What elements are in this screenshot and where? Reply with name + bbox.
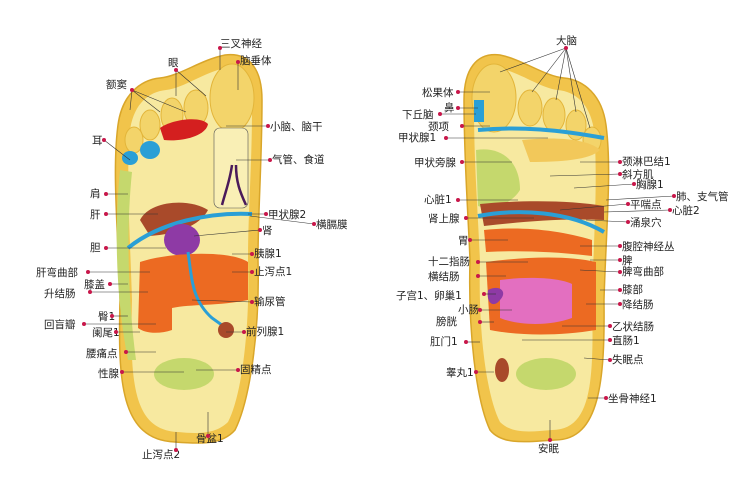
left-label-zhixie2: 止泻点2 bbox=[142, 448, 180, 461]
right-label-yizhuang: 乙状结肠 bbox=[612, 320, 654, 333]
right-label-jinglinba: 颈淋巴结1 bbox=[622, 155, 671, 168]
left-label-gujing: 固精点 bbox=[240, 363, 272, 376]
right-label-pangguang: 膀胱 bbox=[436, 315, 457, 328]
left-label-tun1: 臀1 bbox=[98, 311, 115, 323]
right-neck-line bbox=[477, 126, 605, 140]
right-label-wei: 胃 bbox=[458, 235, 469, 247]
right-label-shenshangxian: 肾上腺 bbox=[428, 212, 460, 225]
right-label-xiongxian1: 胸腺1 bbox=[636, 178, 664, 191]
left-heel-zone bbox=[154, 358, 214, 390]
right-label-pi: 脾 bbox=[622, 254, 633, 267]
left-label-jian: 肩 bbox=[90, 187, 101, 200]
right-testis-zone bbox=[495, 358, 509, 382]
left-label-huimang: 回盲瓣 bbox=[44, 318, 76, 331]
left-diaphragm-line bbox=[126, 211, 253, 250]
right-label-xiaochang: 小肠 bbox=[458, 304, 479, 316]
left-label-gan: 肝 bbox=[90, 209, 101, 221]
left-label-xigai: 膝盖 bbox=[84, 278, 105, 291]
left-label-qianliexian1: 前列腺1 bbox=[246, 325, 284, 338]
left-label-lanwei1: 阑尾1 bbox=[92, 326, 120, 339]
right-label-jiangjie: 降结肠 bbox=[622, 298, 654, 311]
left-leader-lines bbox=[84, 48, 315, 450]
right-label-zuogu: 坐骨神经1 bbox=[608, 392, 657, 405]
right-label-xinzang2: 心脏2 bbox=[672, 204, 700, 217]
left-label-naochuiti: 脑垂体 bbox=[240, 54, 272, 67]
left-big-toe bbox=[209, 63, 255, 133]
right-label-danao: 大脑 bbox=[556, 34, 577, 47]
left-label-ganwan: 肝弯曲部 bbox=[36, 266, 78, 279]
right-label-songguoti: 松果体 bbox=[422, 86, 454, 99]
left-label-er: 耳 bbox=[92, 135, 103, 147]
left-foot: 三叉神经 眼 脑垂体 额窦 耳 小脑、脑干 气管、食道 肩 肝 甲状腺2 横膈膜… bbox=[36, 37, 348, 461]
right-leader-dots bbox=[438, 46, 676, 442]
left-prostate-zone bbox=[218, 322, 234, 338]
left-label-gupen1: 骨盆1 bbox=[196, 432, 224, 445]
right-label-fuqiang: 腹腔神经丛 bbox=[622, 240, 675, 253]
right-label-zhichang1: 直肠1 bbox=[612, 334, 640, 347]
left-ear-zone-2 bbox=[122, 151, 138, 165]
right-toe-2 bbox=[517, 89, 543, 127]
left-label-dan: 胆 bbox=[90, 242, 101, 254]
right-label-jiazhuangpang: 甲状旁腺 bbox=[414, 156, 456, 169]
left-label-yixian1: 胰腺1 bbox=[254, 247, 282, 260]
left-label-shuniao: 输尿管 bbox=[254, 295, 286, 308]
right-label-shimian: 失眠点 bbox=[612, 353, 644, 366]
left-label-shengjie: 升结肠 bbox=[44, 287, 76, 300]
right-label-gaowan1: 睾丸1 bbox=[446, 366, 474, 379]
left-trachea-line bbox=[220, 164, 248, 206]
left-label-edou: 额窦 bbox=[106, 78, 127, 91]
left-label-qiguan: 气管、食道 bbox=[272, 153, 325, 166]
left-red-zone bbox=[160, 119, 208, 141]
right-label-bi: 鼻 bbox=[444, 101, 455, 114]
right-label-xibu: 膝部 bbox=[622, 283, 643, 296]
right-ovary-zone bbox=[487, 287, 504, 305]
left-kidney-zone bbox=[164, 224, 200, 256]
left-leader-dots bbox=[82, 46, 316, 452]
left-label-shen: 肾 bbox=[262, 225, 273, 237]
left-label-xingxian: 性腺 bbox=[98, 367, 119, 380]
right-label-hengjie: 横结肠 bbox=[428, 270, 460, 283]
right-heel-zone bbox=[516, 358, 576, 390]
left-label-xiaonao: 小脑、脑干 bbox=[270, 120, 323, 133]
left-label-hengge: 横膈膜 bbox=[316, 218, 348, 231]
right-label-jingxiang: 颈项 bbox=[428, 121, 449, 133]
right-leader-lines bbox=[440, 47, 675, 440]
right-label-zigong: 子宫1、卵巢1 bbox=[396, 289, 462, 302]
right-parathyroid-zone bbox=[476, 149, 520, 208]
right-label-jiazhuangxian1: 甲状腺1 bbox=[398, 131, 436, 144]
left-intestine-zone bbox=[138, 253, 248, 333]
right-diaphragm-line bbox=[477, 210, 606, 234]
left-label-zhixie1: 止泻点1 bbox=[254, 265, 292, 278]
right-label-xiaqiunao: 下丘脑 bbox=[402, 108, 434, 121]
right-label-piwan: 脾弯曲部 bbox=[622, 265, 664, 278]
right-lung-zone bbox=[522, 138, 600, 162]
right-toe-3 bbox=[542, 97, 566, 133]
left-label-sanchashenjing: 三叉神经 bbox=[220, 37, 262, 50]
left-foot-green-edge bbox=[116, 170, 136, 360]
left-liver-zone bbox=[140, 202, 208, 236]
left-toe-4 bbox=[139, 109, 161, 141]
right-label-yongquan: 涌泉穴 bbox=[630, 216, 662, 229]
right-label-xinzang1: 心脏1 bbox=[424, 193, 452, 206]
left-label-yaotong: 腰痛点 bbox=[86, 347, 118, 360]
right-foot: 大脑 松果体 鼻 下丘脑 颈项 甲状腺1 甲状旁腺 颈淋巴结1 斜方肌 胸腺1 … bbox=[396, 34, 729, 455]
right-label-shierzhi: 十二指肠 bbox=[428, 255, 470, 268]
right-label-anmian: 安眠 bbox=[538, 442, 559, 455]
left-label-yan: 眼 bbox=[168, 57, 179, 69]
right-label-pingchuan: 平喘点 bbox=[630, 198, 662, 211]
right-label-ganmen1: 肛门1 bbox=[430, 335, 458, 348]
left-label-jiazhuangxian2: 甲状腺2 bbox=[268, 208, 306, 221]
right-smallint-zone bbox=[500, 277, 572, 324]
right-label-xiefangji: 斜方肌 bbox=[622, 168, 654, 181]
right-label-fei: 肺、支气管 bbox=[676, 190, 729, 203]
left-ear-zone bbox=[140, 141, 160, 159]
left-ureter-line bbox=[186, 251, 227, 330]
right-nose-zone bbox=[474, 100, 484, 122]
right-stomach-zone bbox=[484, 228, 592, 256]
